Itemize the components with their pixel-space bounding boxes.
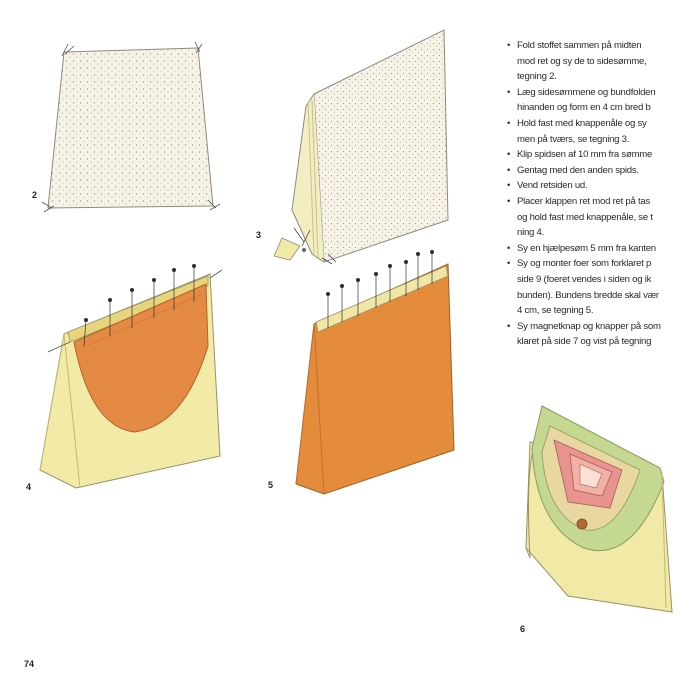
- instruction-text: 4 cm, se tegning 5.: [517, 305, 594, 317]
- instruction-continuation: mod ret og sy de to sidesømme,: [507, 54, 699, 70]
- instruction-continuation: 4 cm, se tegning 5.: [507, 303, 699, 319]
- instruction-continuation: ning 4.: [507, 225, 699, 241]
- figure-label: 6: [520, 624, 526, 634]
- bullet-icon: •: [507, 242, 511, 254]
- instruction-text: Placer klappen ret mod ret på tas: [517, 195, 651, 207]
- instruction-text: mod ret og sy de to sidesømme,: [517, 55, 647, 67]
- instruction-text: Klip spidsen af 10 mm fra sømme: [517, 149, 653, 161]
- instruction-text: Læg sidesømmene og bundfolden: [517, 86, 656, 98]
- figure-label: 4: [26, 482, 32, 492]
- figure-5-orange-bag: 5: [266, 244, 476, 498]
- bullet-icon: •: [507, 164, 511, 176]
- bullet-icon: •: [507, 40, 511, 51]
- instruction-item: • Sy og monter foer som forklaret p: [507, 256, 699, 272]
- instruction-text: Sy og monter foer som forklaret p: [517, 258, 652, 270]
- instruction-text: ning 4.: [517, 227, 545, 239]
- instruction-text: Sy en hjælpesøm 5 mm fra kanten: [517, 242, 656, 254]
- orange-bag-illustration: [295, 250, 455, 495]
- instruction-text: Fold stoffet sammen på midten: [517, 40, 642, 51]
- bullet-icon: •: [507, 117, 511, 129]
- instruction-continuation: og hold fast med knappenåle, se t: [507, 210, 699, 226]
- instruction-item: • Klip spidsen af 10 mm fra sømme: [507, 147, 699, 163]
- instruction-text: side 9 (foeret vendes i siden og ik: [517, 273, 652, 285]
- instruction-item: • Sy magnetknap og knapper på som: [507, 319, 699, 335]
- bullet-icon: •: [507, 180, 511, 192]
- instruction-text: Sy magnetknap og knapper på som: [517, 320, 661, 332]
- flat-fabric-illustration: [41, 41, 221, 213]
- finished-bag-illustration: [525, 405, 673, 613]
- instruction-continuation: bunden). Bundens bredde skal vær: [507, 288, 699, 304]
- instruction-continuation: side 9 (foeret vendes i siden og ik: [507, 272, 699, 288]
- instruction-continuation: men på tværs, se tegning 3.: [507, 132, 699, 148]
- instruction-text: bunden). Bundens bredde skal vær: [517, 289, 659, 301]
- bullet-icon: •: [507, 258, 511, 270]
- instruction-text: Hold fast med knappenåle og sy: [517, 117, 647, 129]
- instructions-list: • Fold stoffet sammen på midten mod ret o…: [507, 38, 699, 350]
- figure-2-flat-fabric: 2: [30, 38, 230, 218]
- instruction-item: • Hold fast med knappenåle og sy: [507, 116, 699, 132]
- instruction-text: Gentag med den anden spids.: [517, 164, 639, 176]
- figure-label: 3: [256, 230, 262, 240]
- instruction-text: men på tværs, se tegning 3.: [517, 133, 630, 145]
- page-number: 74: [24, 659, 35, 669]
- instruction-item: • Sy en hjælpesøm 5 mm fra kanten: [507, 241, 699, 257]
- bullet-icon: •: [507, 320, 511, 332]
- instruction-item: • Gentag med den anden spids.: [507, 163, 699, 179]
- instruction-text: og hold fast med knappenåle, se t: [517, 211, 653, 223]
- instruction-text: klaret på side 7 og vist på tegning: [517, 336, 652, 348]
- bullet-icon: •: [507, 195, 511, 207]
- instruction-text: hinanden og form en 4 cm bred b: [517, 102, 651, 114]
- figure-4-bag-with-flap: 4: [24, 256, 234, 496]
- instruction-continuation: hinanden og form en 4 cm bred b: [507, 100, 699, 116]
- instruction-continuation: klaret på side 7 og vist på tegning: [507, 334, 699, 350]
- instruction-continuation: tegning 2.: [507, 69, 699, 85]
- figure-6-finished-bag: 6: [512, 398, 692, 638]
- instruction-item: • Placer klappen ret mod ret på tas: [507, 194, 699, 210]
- instruction-item: • Læg sidesømmene og bundfolden: [507, 85, 699, 101]
- bag-with-flap-illustration: [39, 264, 223, 489]
- figure-3-folded-fabric: 3: [252, 24, 472, 274]
- bullet-icon: •: [507, 86, 511, 98]
- instruction-text: Vend retsiden ud.: [517, 180, 588, 192]
- folded-fabric-illustration: [273, 29, 449, 265]
- instruction-item: • Fold stoffet sammen på midten: [507, 38, 699, 54]
- bullet-icon: •: [507, 149, 511, 161]
- instruction-item: • Vend retsiden ud.: [507, 178, 699, 194]
- instruction-text: tegning 2.: [517, 71, 557, 83]
- figure-label: 5: [268, 480, 274, 490]
- figure-label: 2: [32, 190, 38, 200]
